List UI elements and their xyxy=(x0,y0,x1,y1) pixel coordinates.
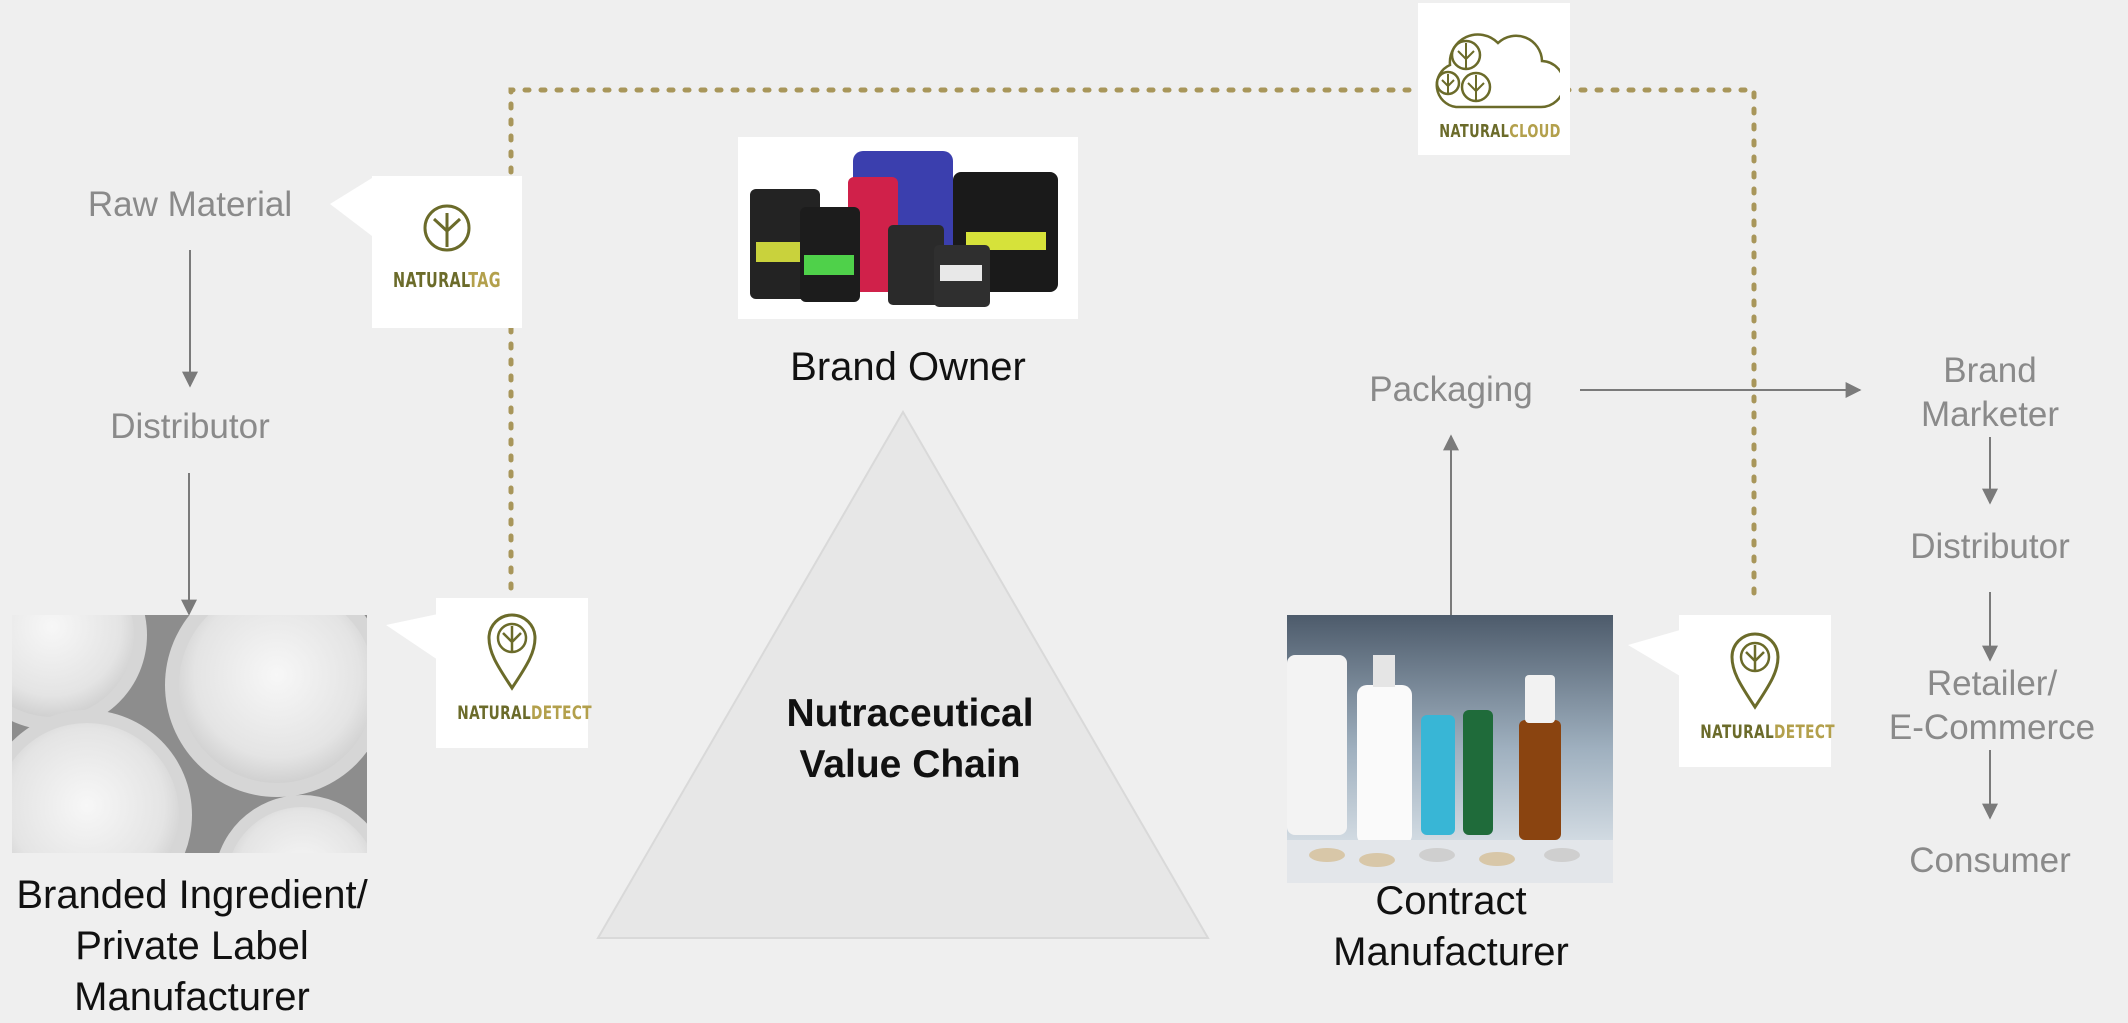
bottles-and-pills-image xyxy=(1287,615,1613,883)
natural-cloud-logo: NATURALCLOUD xyxy=(1418,3,1570,155)
node-packaging: Packaging xyxy=(1369,370,1533,409)
node-raw-material: Raw Material xyxy=(87,185,293,224)
powder-bowls-image xyxy=(12,615,367,853)
node-retailer-ecommerce: Retailer/ E-Commerce xyxy=(1888,664,2096,747)
cloud-leaf-icon xyxy=(1435,33,1560,109)
natural-network-dotted-line xyxy=(508,87,1757,608)
node-distributor-left: Distributor xyxy=(110,407,270,446)
natural-cloud-text-part2: CLOUD xyxy=(1509,121,1561,142)
natural-detect-right-text-part2: DETECT xyxy=(1774,721,1835,743)
natural-detect-left-text-part2: DETECT xyxy=(531,702,592,724)
value-chain-triangle xyxy=(596,410,1210,939)
natural-tag-text-part2: TAG xyxy=(468,268,501,292)
natural-tag-logo: NATURALTAG xyxy=(372,176,522,328)
natural-tag-pointer xyxy=(330,178,372,236)
node-brand-owner: Brand Owner xyxy=(790,345,1026,389)
value-chain-title: Nutraceutical Value Chain xyxy=(786,692,1034,786)
node-distributor-right: Distributor xyxy=(1910,527,2070,566)
node-consumer: Consumer xyxy=(1909,841,2071,880)
natural-detect-logo-left: NATURALDETECT xyxy=(436,598,592,748)
leaf-icon xyxy=(423,204,471,252)
natural-tag-text-part1: NATURAL xyxy=(393,268,469,292)
location-pin-leaf-icon xyxy=(487,613,537,691)
natural-detect-right-pointer xyxy=(1628,630,1680,676)
supplement-containers-image xyxy=(738,137,1078,319)
natural-detect-right-text-part1: NATURAL xyxy=(1700,721,1775,743)
natural-detect-logo-right: NATURALDETECT xyxy=(1679,615,1835,767)
natural-detect-left-text-part1: NATURAL xyxy=(457,702,532,724)
node-brand-marketer: Brand Marketer xyxy=(1920,351,2060,434)
node-branded-ingredient-manufacturer: Branded Ingredient/ Private Label Manufa… xyxy=(16,873,368,1019)
location-pin-leaf-icon xyxy=(1730,632,1780,710)
natural-detect-left-pointer xyxy=(386,614,438,660)
node-contract-manufacturer: Contract Manufacturer xyxy=(1333,879,1569,974)
natural-cloud-text-part1: NATURAL xyxy=(1439,121,1510,142)
